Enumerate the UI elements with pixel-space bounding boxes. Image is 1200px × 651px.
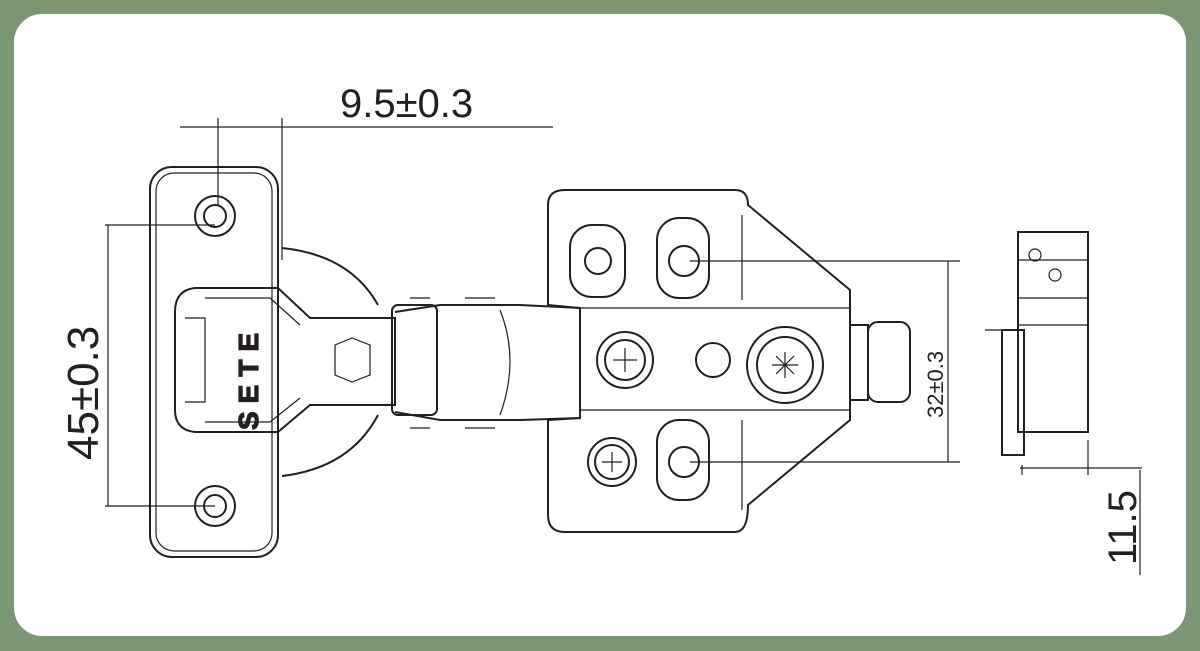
brand-logo: SETE <box>233 325 264 430</box>
cup-plate: SETE <box>149 166 396 558</box>
side-view <box>1001 231 1089 456</box>
dimension-overlay-depth: 11.5 <box>1101 490 1145 565</box>
dimension-cup-offset: 9.5±0.3 <box>340 82 473 126</box>
mounting-plate <box>547 189 911 533</box>
hinge-arm <box>391 297 581 429</box>
dimension-lines <box>105 118 1142 575</box>
dimension-hole-spacing: 45±0.3 <box>59 326 108 460</box>
dimension-plate-spacing: 32±0.3 <box>923 351 948 418</box>
